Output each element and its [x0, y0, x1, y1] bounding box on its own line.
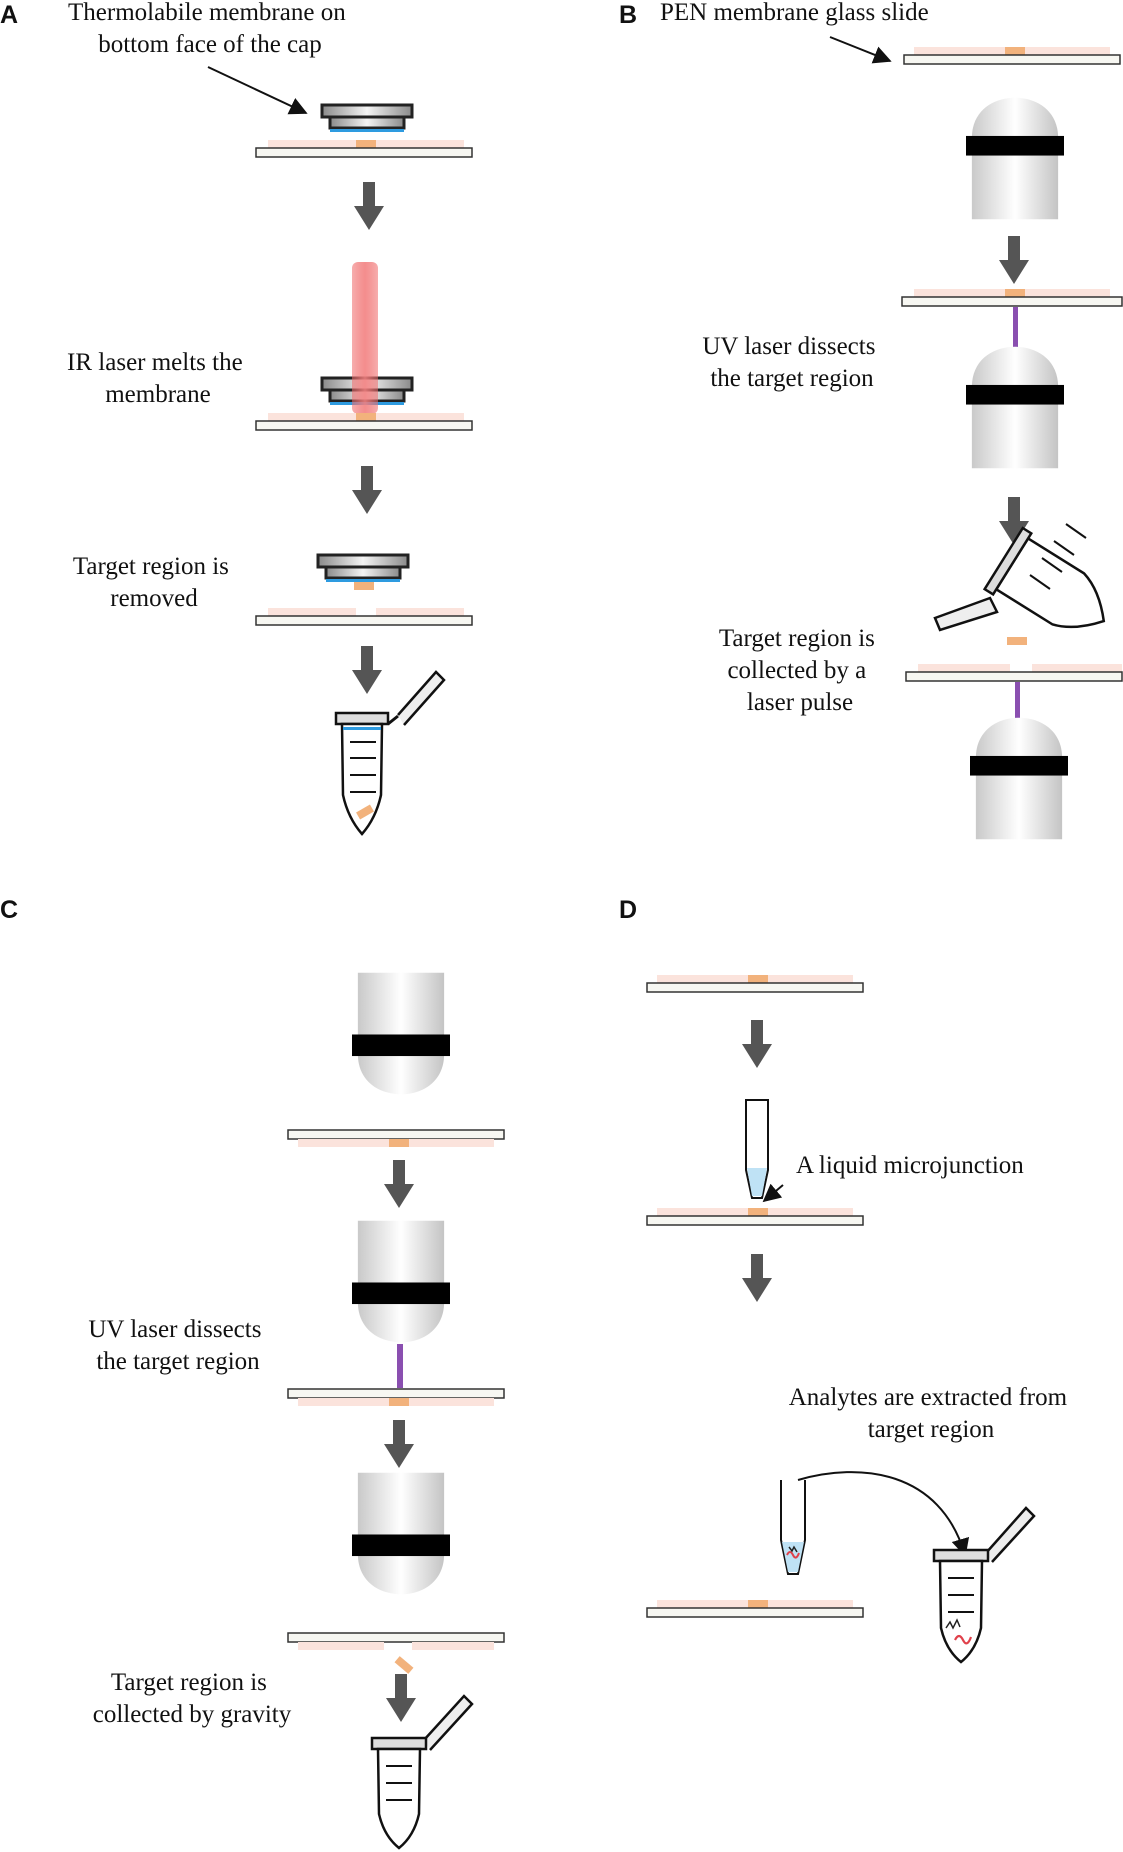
- down-arrow: [384, 1160, 414, 1208]
- tissue-slide: [255, 413, 473, 431]
- target-region: [356, 140, 376, 148]
- target-region: [356, 413, 376, 421]
- tissue-slide: [903, 47, 1121, 65]
- down-arrow: [352, 466, 382, 514]
- target-region: [748, 1600, 768, 1608]
- panel-letter-b: B: [619, 1, 637, 29]
- laser-pulse-label: Target region is collected by a laser pu…: [719, 625, 881, 716]
- target-region: [748, 1208, 768, 1216]
- down-arrow: [386, 1674, 416, 1722]
- down-arrow: [354, 182, 384, 230]
- target-region: [1005, 289, 1025, 297]
- tissue-slide: [287, 1129, 505, 1147]
- cap-with-membrane: [316, 553, 410, 590]
- sampling-probe: [745, 1099, 769, 1199]
- down-arrow: [742, 1020, 772, 1068]
- collection-tube: [932, 1506, 1036, 1664]
- microscope-objective: [352, 1472, 450, 1595]
- panel-letter-c: C: [0, 896, 18, 924]
- microscope-objective: [966, 346, 1064, 469]
- ir-laser-beam: [352, 262, 378, 414]
- pointer-arrow: [207, 66, 308, 115]
- tissue-slide: [646, 1600, 864, 1618]
- uv-laser-label: UV laser dissects the target region: [702, 333, 881, 392]
- target-region: [1007, 637, 1027, 645]
- tissue-slide: [287, 1388, 505, 1406]
- tissue-slide: [255, 608, 473, 626]
- removed-label: Target region is removed: [73, 553, 235, 612]
- panel-c: C UV laser dissects the target region: [0, 896, 505, 1850]
- target-region: [389, 1139, 409, 1147]
- cap-membrane-label: Thermolabile membrane on bottom face of …: [68, 0, 352, 58]
- down-arrow: [999, 236, 1029, 284]
- tube-cap: [933, 596, 999, 632]
- sampling-probe: [780, 1480, 806, 1575]
- pointer-arrow: [829, 36, 892, 64]
- uv-laser-beam: [397, 1344, 403, 1388]
- tissue-slide: [901, 289, 1123, 307]
- target-region: [394, 1656, 414, 1674]
- target-region: [354, 582, 374, 590]
- collection-tube: [370, 1694, 474, 1850]
- microscope-objective: [970, 717, 1068, 840]
- target-region: [356, 804, 374, 820]
- down-arrow: [384, 1420, 414, 1468]
- transfer-arrow: [797, 1471, 970, 1557]
- microscope-objective: [352, 972, 450, 1095]
- panel-d: D A liquid microjunction Analytes are ex…: [619, 896, 1074, 1664]
- collection-tube: [982, 526, 1106, 629]
- panel-letter-d: D: [619, 896, 637, 924]
- tissue-slide: [646, 975, 864, 993]
- target-region: [748, 975, 768, 983]
- ir-laser-label: IR laser melts the membrane: [67, 349, 249, 408]
- tissue-slide: [905, 664, 1123, 682]
- cap-with-membrane: [320, 103, 414, 132]
- target-region: [389, 1398, 409, 1406]
- panel-a: A Thermolabile membrane on bottom face o…: [0, 0, 473, 836]
- uv-laser-label: UV laser dissects the target region: [88, 1316, 267, 1375]
- analytes-extracted-label: Analytes are extracted from target regio…: [789, 1384, 1074, 1443]
- panel-b: B PEN membrane glass slide UV laser diss…: [619, 0, 1123, 840]
- down-arrow: [742, 1254, 772, 1302]
- tissue-slide: [287, 1632, 505, 1650]
- pointer-arrow: [762, 1183, 784, 1203]
- panel-letter-a: A: [0, 1, 18, 29]
- microscope-objective: [352, 1220, 450, 1343]
- pen-slide-label: PEN membrane glass slide: [660, 0, 929, 26]
- microscope-objective: [966, 97, 1064, 220]
- tissue-slide: [646, 1208, 864, 1226]
- collection-tube: [334, 670, 446, 836]
- uv-laser-beam: [1015, 682, 1020, 720]
- target-region: [1005, 47, 1025, 55]
- down-arrow: [352, 646, 382, 694]
- tissue-slide: [255, 140, 473, 158]
- gravity-label: Target region is collected by gravity: [93, 1669, 292, 1728]
- liquid-microjunction-label: A liquid microjunction: [796, 1152, 1024, 1179]
- tube-lines: [1029, 523, 1087, 590]
- uv-laser-beam: [1013, 307, 1018, 349]
